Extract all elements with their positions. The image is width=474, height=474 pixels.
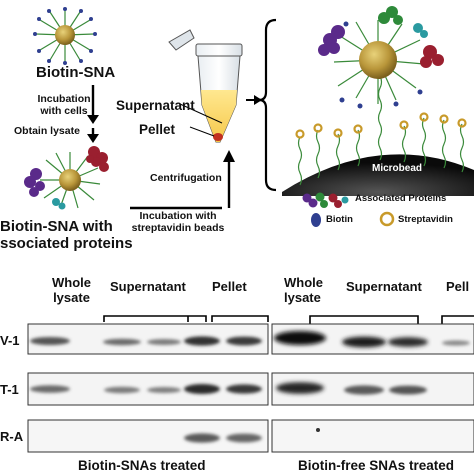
row-label-2: T-1 <box>0 382 19 397</box>
right-panel-caption: Biotin-free SNAs treated <box>298 458 455 473</box>
left-panel-caption: Biotin-SNAs treated <box>78 458 206 473</box>
right-supernatant-bracket <box>309 315 419 324</box>
step-incubation-cells: Incubation with cells <box>34 93 94 117</box>
row-label-1: V-1 <box>0 333 20 348</box>
step-obtain-lysate: Obtain lysate <box>14 125 80 137</box>
left-pellet-bracket <box>211 315 269 322</box>
centrifugation-label: Centrifugation <box>150 172 222 184</box>
bracket <box>258 18 277 192</box>
left-col-supernatant: Supernatant <box>110 279 186 294</box>
microbead-label: Microbead <box>372 163 423 174</box>
left-supernatant-bracket <box>103 315 207 322</box>
biotin-sna-with-proteins-icon <box>24 146 109 210</box>
microbead-icon <box>282 75 474 196</box>
right-blot-strip-1 <box>271 323 474 355</box>
biotin-sna-proteins-line1: Biotin-SNA with <box>0 218 113 235</box>
left-col-whole-line2: lysate <box>53 290 90 305</box>
right-col-pellet: Pell <box>446 279 470 294</box>
right-col-whole-line2: lysate <box>284 290 321 305</box>
legend-streptavidin-icon <box>379 211 395 227</box>
incubation-beads-label: Incubation with streptavidin beads <box>126 210 230 234</box>
incubation-beads-line2: streptavidin beads <box>131 222 225 234</box>
western-blot-figure <box>27 315 474 453</box>
right-col-whole-lysate: Whole lysate <box>284 275 323 305</box>
left-col-pellet: Pellet <box>212 279 247 294</box>
tube-to-bead-arrow <box>246 95 262 105</box>
centrifuge-tube-icon <box>168 29 243 143</box>
right-col-whole-line1: Whole <box>284 275 323 290</box>
step-incubation-cells-line1: Incubation <box>37 93 91 105</box>
biotin-sna-particle-icon <box>33 7 97 65</box>
biotin-sna-proteins-label: Biotin-SNA with ssociated proteins <box>0 218 133 252</box>
incubation-beads-line1: Incubation with <box>139 210 217 222</box>
process-arrow-right <box>130 150 235 210</box>
legend-associated-proteins-icon <box>302 192 349 208</box>
biotin-sna-proteins-line2: ssociated proteins <box>0 235 133 252</box>
process-arrow-down-1 <box>87 85 99 124</box>
pellet-label: Pellet <box>139 122 176 137</box>
supernatant-label: Supernatant <box>116 98 195 113</box>
legend-associated-proteins-label: Associated Proteins <box>355 193 447 204</box>
right-col-supernatant: Supernatant <box>346 279 422 294</box>
legend-streptavidin-label: Streptavidin <box>398 214 453 225</box>
biotin-sna-label: Biotin-SNA <box>36 64 116 81</box>
schematic-figure <box>24 6 474 227</box>
legend-biotin-icon <box>311 213 321 227</box>
row-label-3: R-A <box>0 429 24 444</box>
legend-biotin-label: Biotin <box>326 214 353 225</box>
left-blot-strip-2 <box>27 372 269 406</box>
process-arrow-down-2 <box>87 128 99 143</box>
left-blot-strip-1 <box>27 323 269 355</box>
right-blot-strip-3 <box>271 419 474 453</box>
right-pellet-bracket <box>441 315 474 324</box>
left-blot-strip-3 <box>27 419 269 453</box>
step-incubation-cells-line2: with cells <box>40 105 88 117</box>
right-blot-strip-2 <box>271 372 474 406</box>
left-col-whole-lysate: Whole lysate <box>52 275 91 305</box>
left-col-whole-line1: Whole <box>52 275 91 290</box>
bound-sna-complex-icon <box>318 6 444 109</box>
